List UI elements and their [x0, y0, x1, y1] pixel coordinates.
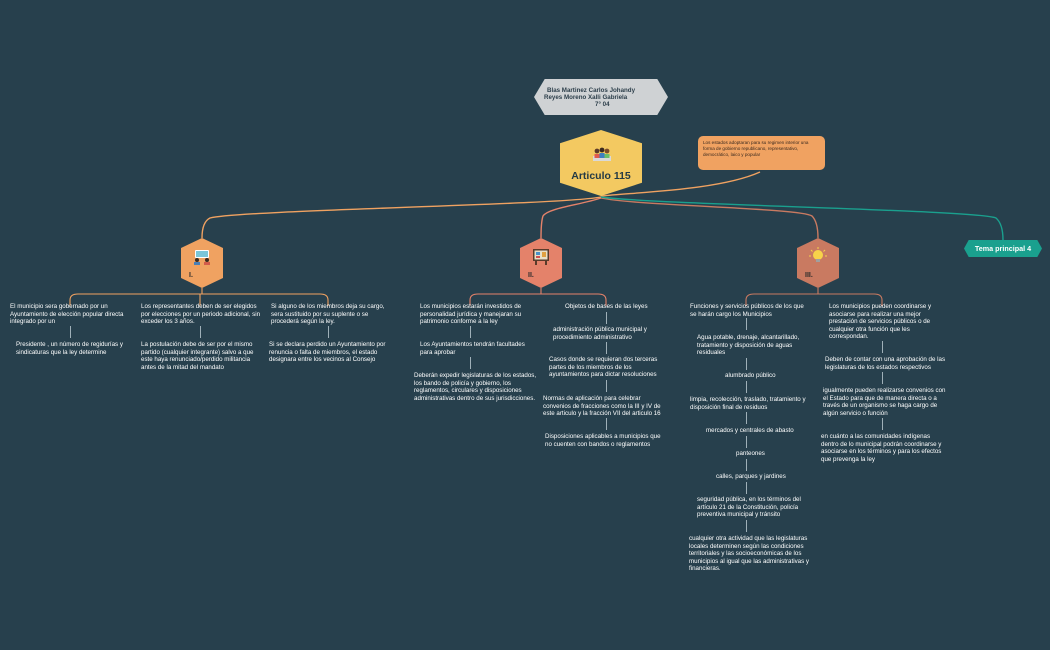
connector — [746, 318, 747, 330]
connector — [746, 381, 747, 393]
sec2-b1-n1[interactable]: Los municipios estarán investidos de per… — [420, 303, 522, 326]
sec3-b2-n1[interactable]: Los municipios pueden coordinarse y asoc… — [829, 303, 932, 341]
people-icon — [593, 147, 611, 161]
note-callout[interactable]: Los estados adoptaran para su regimen in… — [698, 136, 825, 170]
connector — [882, 418, 883, 430]
author-card: Blas Martinez Carlos Johandy Reyes Moren… — [534, 79, 668, 115]
link-main-topic4 — [600, 196, 1004, 241]
note-text: Los estados adoptaran para su regimen in… — [703, 140, 809, 157]
link-sec2-branches — [469, 288, 607, 306]
sec1-b1-n1[interactable]: El municipio sera gobernado por un Ayunt… — [10, 303, 124, 326]
sec3-b1-n8[interactable]: seguridad pública, en los términos del a… — [697, 496, 801, 519]
sec1-b3-n2[interactable]: Si se declara perdido un Ayuntamiento po… — [269, 341, 386, 364]
section-1-number: I. — [189, 272, 193, 279]
sec2-b2-n1[interactable]: Objetos de bases de las leyes — [565, 303, 648, 310]
sec2-b2-n3[interactable]: Casos donde se requieran dos terceras pa… — [549, 356, 658, 379]
sec3-b1-n4[interactable]: limpia, recolección, traslado, tratamien… — [690, 396, 806, 411]
section-3-topic[interactable]: III. — [797, 238, 839, 288]
connector — [746, 482, 747, 494]
main-topic-label: Articulo 115 — [571, 170, 631, 182]
connector — [746, 520, 747, 532]
connector — [746, 412, 747, 424]
board-icon — [533, 249, 549, 265]
sec3-b1-n1[interactable]: Funciones y servicios públicos de los qu… — [690, 303, 804, 318]
section-3-number: III. — [805, 272, 813, 279]
sec1-b1-n2[interactable]: Presidente , un número de regidurías y s… — [16, 341, 123, 356]
section-1-topic[interactable]: I. — [181, 238, 223, 288]
connector — [746, 459, 747, 471]
connector — [470, 326, 471, 338]
sec2-b2-n4[interactable]: Normas de aplicación para celebrar conve… — [543, 395, 661, 418]
author-line-3: 7° 04 — [595, 101, 610, 108]
connector — [606, 418, 607, 430]
meeting-icon — [194, 250, 210, 265]
sec1-b2-n2[interactable]: La postulación debe de ser por el mismo … — [141, 341, 254, 371]
topic-4[interactable]: Tema principal 4 — [964, 240, 1042, 257]
link-main-sec1 — [201, 196, 602, 239]
connector — [882, 341, 883, 353]
section-2-topic[interactable]: II. — [520, 238, 562, 288]
sec2-b1-n3[interactable]: Deberán expedir legislaturas de los esta… — [414, 372, 537, 402]
connector — [200, 326, 201, 338]
connector — [606, 312, 607, 324]
author-line-1: Blas Martinez Carlos Johandy — [547, 87, 636, 94]
sec3-b1-n7[interactable]: calles, parques y jardines — [716, 473, 786, 480]
sec3-b1-n3[interactable]: alumbrado público — [725, 372, 776, 379]
link-sec1-branches — [69, 288, 329, 306]
sec3-b2-n3[interactable]: igualmente pueden realizarse convenios c… — [823, 387, 946, 417]
connector — [746, 358, 747, 370]
sec2-b2-n2[interactable]: administración pública municipal y proce… — [553, 326, 647, 341]
sec1-b3-n1[interactable]: Si alguno de los miembros deja su cargo,… — [271, 303, 385, 326]
link-main-sec3 — [600, 197, 819, 239]
link-main-sec2 — [540, 197, 602, 239]
author-line-2: Reyes Moreno Xalli Gabriela — [544, 94, 628, 101]
link-sec3-branches — [745, 288, 883, 306]
connector — [746, 436, 747, 448]
sec1-b2-n1[interactable]: Los representantes deben de ser elegidos… — [141, 303, 261, 326]
connector — [70, 326, 71, 338]
sec3-b1-n5[interactable]: mercados y centrales de abasto — [706, 427, 794, 434]
connector — [606, 342, 607, 354]
connector — [328, 326, 329, 338]
sec3-b1-n9[interactable]: cualquier otra actividad que las legisla… — [689, 535, 810, 573]
link-main-note — [600, 171, 761, 197]
sec2-b2-n5[interactable]: Disposiciones aplicables a municipios qu… — [545, 433, 661, 448]
sec2-b1-n2[interactable]: Los Ayuntamientos tendrán facultades par… — [420, 341, 525, 356]
main-topic[interactable]: Articulo 115 — [560, 130, 642, 196]
connector — [470, 357, 471, 369]
connector — [882, 372, 883, 384]
lightbulb-icon — [809, 247, 827, 262]
section-2-number: II. — [528, 272, 534, 279]
sec3-b2-n2[interactable]: Deben de contar con una aprobación de la… — [825, 356, 946, 371]
sec3-b1-n2[interactable]: Agua potable, drenaje, alcantarillado, t… — [697, 334, 800, 357]
sec3-b2-n4[interactable]: en cuánto a las comunidades indígenas de… — [821, 433, 942, 463]
connector — [606, 380, 607, 392]
sec3-b1-n6[interactable]: panteones — [736, 450, 765, 457]
